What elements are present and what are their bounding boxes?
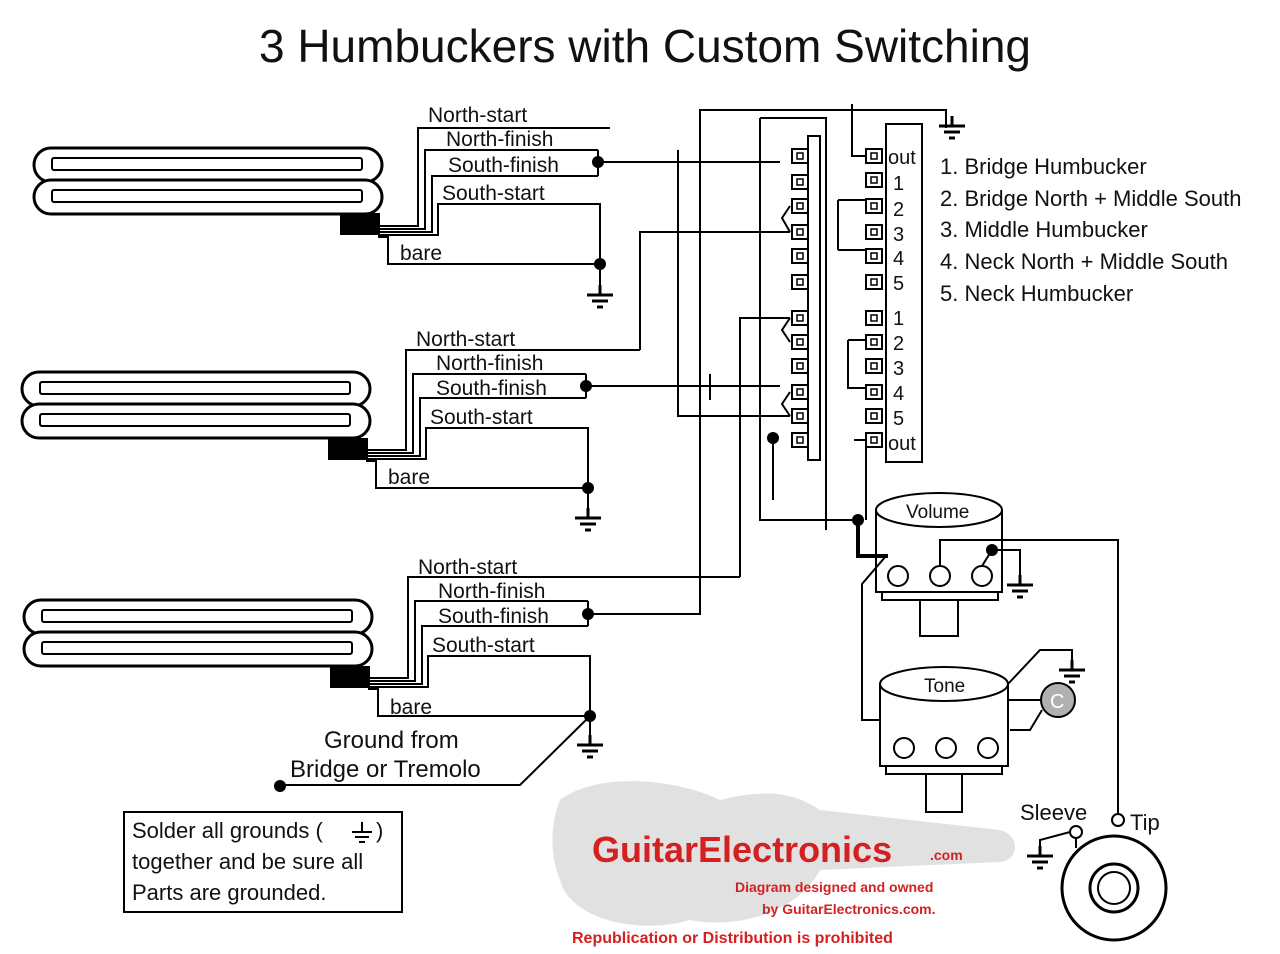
- switch-lower-4: 4: [893, 383, 904, 405]
- volume-pot: Volume: [856, 492, 1119, 806]
- pickup1-bare-label: bare: [400, 242, 442, 265]
- switch-left-deck-lugs: [791, 148, 809, 448]
- pickup3-north-finish-label: North-finish: [438, 580, 545, 603]
- solder-note-line3: Parts are grounded.: [132, 880, 326, 905]
- switch-lower-1: 1: [893, 308, 904, 330]
- position-legend: 1. Bridge Humbucker 2. Bridge North + Mi…: [940, 154, 1241, 306]
- switch-lower-out: out: [888, 433, 916, 455]
- jack-tip-label: Tip: [1130, 810, 1160, 835]
- pickup-bridge: North-start North-finish South-finish So…: [32, 104, 615, 309]
- volume-label: Volume: [906, 502, 969, 523]
- position-5: 5. Neck Humbucker: [940, 281, 1133, 306]
- jack-sleeve-label: Sleeve: [1020, 800, 1087, 825]
- pickup1-south-finish-label: South-finish: [448, 154, 559, 177]
- page-title: 3 Humbuckers with Custom Switching: [259, 20, 1031, 72]
- switch-upper-2: 2: [893, 199, 904, 221]
- output-jack: Sleeve Tip: [1020, 800, 1168, 942]
- pickup1-north-finish-label: North-finish: [446, 128, 553, 151]
- switch-upper-5: 5: [893, 273, 904, 295]
- five-way-switch: out 1 2 3 4 5 1 2 3 4 5 out: [780, 110, 967, 463]
- ground-symbol-icon: [352, 822, 372, 843]
- switch-body: [885, 123, 923, 463]
- solder-note-line1-start: Solder all grounds (: [132, 818, 323, 843]
- pickup-middle: North-start North-finish South-finish So…: [20, 328, 640, 532]
- pickup3-south-start-label: South-start: [432, 634, 535, 657]
- watermark-brand-suffix: .com: [930, 847, 963, 863]
- pickup3-south-finish-label: South-finish: [438, 605, 549, 628]
- watermark-line3: Republication or Distribution is prohibi…: [572, 930, 893, 947]
- switch-right-deck-lugs: [865, 148, 883, 448]
- pickup2-south-start-label: South-start: [430, 406, 533, 429]
- watermark-brand: GuitarElectronics: [592, 829, 892, 870]
- ground-note-line1: Ground from: [324, 727, 459, 754]
- watermark-line2: by GuitarElectronics.com.: [762, 901, 936, 917]
- pickup3-north-start-label: North-start: [418, 556, 517, 579]
- switch-lower-2: 2: [893, 333, 904, 355]
- switch-lower-5: 5: [893, 408, 904, 430]
- pickup3-bare-label: bare: [390, 696, 432, 719]
- switch-lower-3: 3: [893, 358, 904, 380]
- switch-upper-out: out: [888, 147, 916, 169]
- switch-upper-4: 4: [893, 248, 904, 270]
- pickup2-bare-label: bare: [388, 466, 430, 489]
- capacitor-label: C: [1050, 691, 1064, 713]
- pickup2-south-finish-label: South-finish: [436, 377, 547, 400]
- ground-note-line2: Bridge or Tremolo: [290, 756, 481, 783]
- position-3: 3. Middle Humbucker: [940, 217, 1148, 242]
- pickup1-north-start-label: North-start: [428, 104, 527, 127]
- switch-upper-3: 3: [893, 224, 904, 246]
- tone-pot: Tone C: [879, 649, 1087, 813]
- position-4: 4. Neck North + Middle South: [940, 249, 1228, 274]
- solder-note-line1-end: ): [376, 818, 383, 843]
- pickup1-south-start-label: South-start: [442, 182, 545, 205]
- solder-note-line2: together and be sure all: [132, 849, 363, 874]
- watermark-guitar-icon: [552, 781, 1015, 926]
- switch-upper-1: 1: [893, 173, 904, 195]
- solder-note: Solder all grounds ( ) together and be s…: [123, 811, 403, 913]
- watermark-line1: Diagram designed and owned: [735, 879, 933, 895]
- position-1: 1. Bridge Humbucker: [940, 154, 1147, 179]
- pickup2-north-start-label: North-start: [416, 328, 515, 351]
- position-2: 2. Bridge North + Middle South: [940, 186, 1241, 211]
- tone-label: Tone: [924, 676, 965, 697]
- pickup2-north-finish-label: North-finish: [436, 352, 543, 375]
- capacitor-icon: [1040, 682, 1076, 718]
- pickup-neck: North-start North-finish South-finish So…: [22, 556, 740, 792]
- watermark: GuitarElectronics .com Diagram designed …: [552, 781, 1015, 947]
